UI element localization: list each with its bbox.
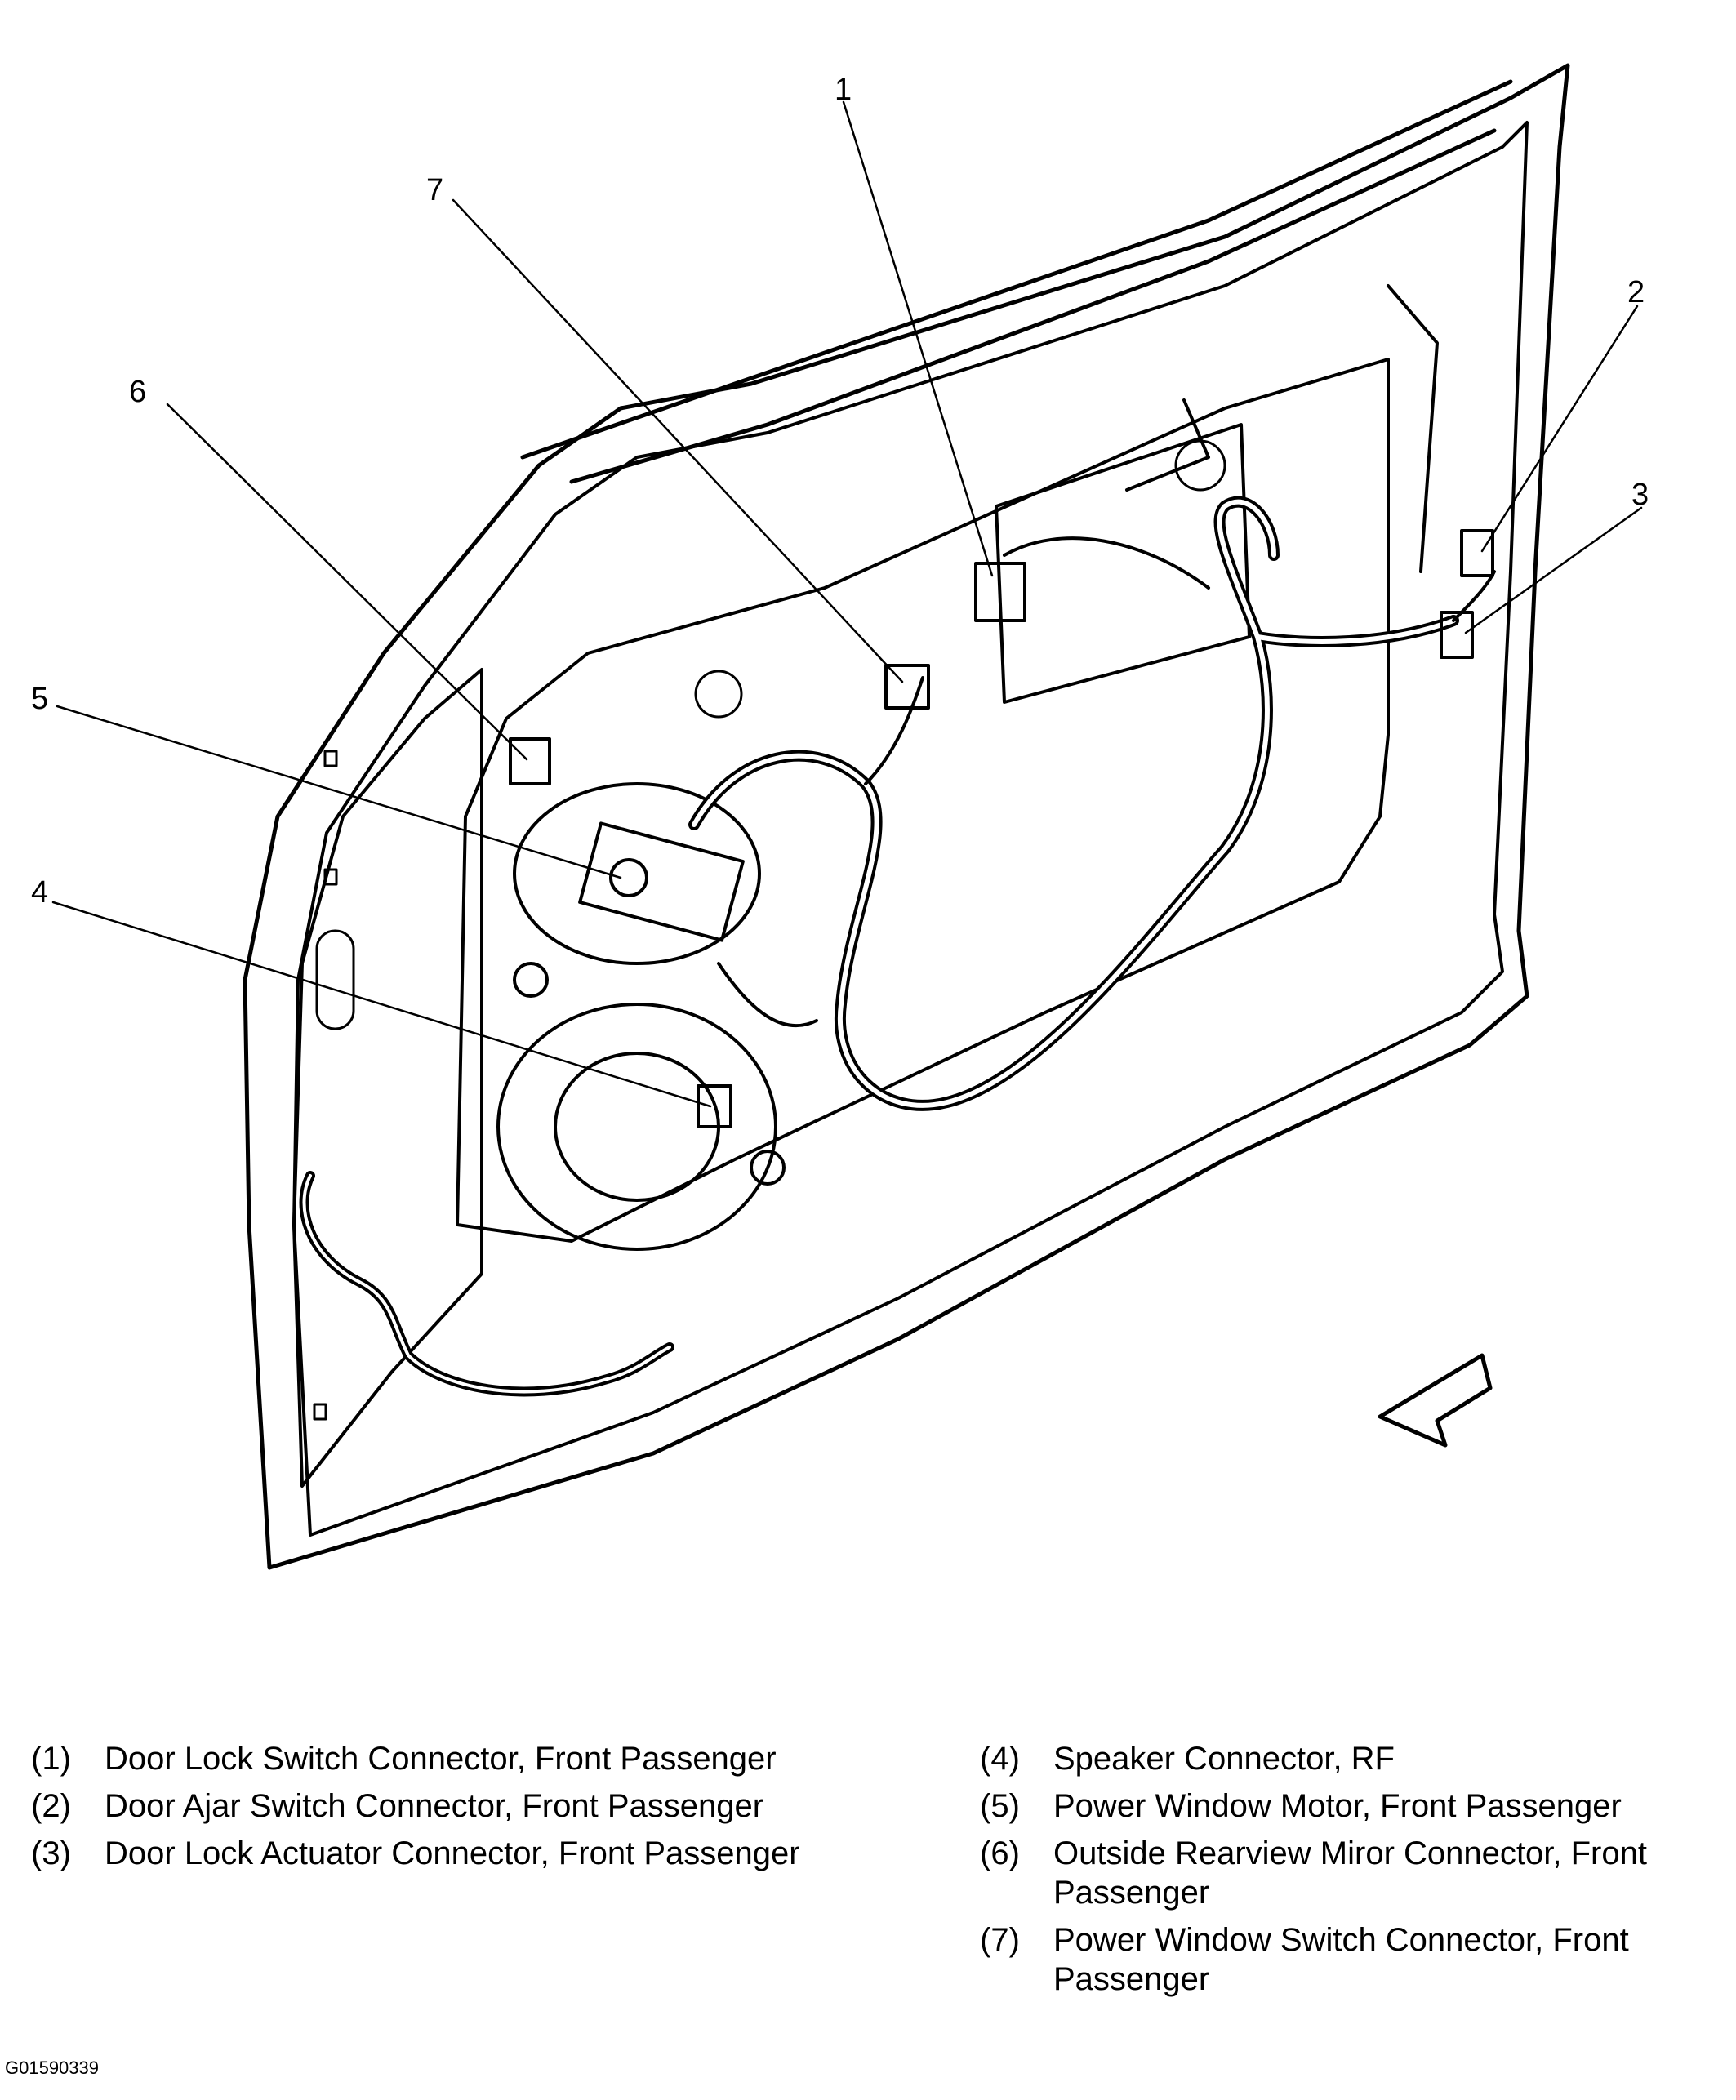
legend-number: (6) (980, 1835, 1020, 1871)
speaker (496, 962, 786, 1251)
legend-text: Speaker Connector, RF (1053, 1741, 1395, 1777)
legend-text: Door Lock Actuator Connector, Front Pass… (105, 1835, 800, 1871)
parts-legend: (1) Door Lock Switch Connector, Front Pa… (0, 1739, 1736, 2009)
legend-item: (7) Power Window Switch Connector, Front… (980, 1920, 1715, 1999)
legend-column-right: (4) Speaker Connector, RF (5) Power Wind… (980, 1739, 1715, 2007)
legend-text: Door Lock Switch Connector, Front Passen… (105, 1741, 777, 1777)
panel-holes (313, 439, 1226, 1421)
connector-7 (884, 664, 930, 710)
connector-2 (1460, 529, 1494, 577)
door-inner-frame (292, 121, 1529, 1537)
inner-door-panel (456, 358, 1390, 1243)
connector-6 (509, 737, 551, 785)
callout-1: 1 (835, 73, 852, 107)
forward-direction-arrow (1378, 1353, 1493, 1448)
door-wiring-diagram: 1 2 3 4 5 6 7 (31, 63, 1649, 1570)
connector-3 (1440, 611, 1474, 659)
connector-4 (697, 1084, 732, 1128)
legend-number: (2) (31, 1788, 71, 1824)
hinge-side-panel (292, 668, 483, 1488)
power-window-motor (513, 782, 761, 965)
callout-2: 2 (1627, 275, 1645, 309)
legend-item: (1) Door Lock Switch Connector, Front Pa… (31, 1739, 897, 1778)
callout-4: 4 (31, 875, 48, 910)
legend-column-left: (1) Door Lock Switch Connector, Front Pa… (31, 1739, 897, 1881)
door-outer-frame (243, 63, 1570, 1570)
legend-number: (4) (980, 1741, 1020, 1777)
legend-text: Outside Rearview Miror Connector, Front … (1053, 1835, 1647, 1911)
callout-7: 7 (426, 173, 443, 207)
legend-item: (2) Door Ajar Switch Connector, Front Pa… (31, 1786, 897, 1826)
callout-6: 6 (129, 375, 146, 409)
connector-1 (974, 562, 1026, 622)
legend-item: (4) Speaker Connector, RF (980, 1739, 1715, 1778)
wiring-harness-inner (692, 499, 1456, 1108)
legend-text: Power Window Motor, Front Passenger (1053, 1788, 1622, 1824)
lower-harness (299, 1171, 674, 1397)
window-regulator (995, 284, 1439, 704)
window-frame (520, 79, 1513, 484)
callout-5: 5 (31, 682, 48, 716)
harness-branch-wires (717, 536, 1496, 1028)
legend-item: (5) Power Window Motor, Front Passenger (980, 1786, 1715, 1826)
legend-item: (6) Outside Rearview Miror Connector, Fr… (980, 1834, 1715, 1912)
lower-harness-inner (302, 1174, 671, 1394)
figure-id: G01590339 (5, 2058, 99, 2078)
leader-lines (51, 100, 1643, 1108)
legend-number: (1) (31, 1741, 71, 1777)
legend-text: Door Ajar Switch Connector, Front Passen… (105, 1788, 764, 1824)
legend-item: (3) Door Lock Actuator Connector, Front … (31, 1834, 897, 1873)
legend-number: (7) (980, 1922, 1020, 1958)
legend-number: (5) (980, 1788, 1020, 1824)
legend-number: (3) (31, 1835, 71, 1871)
callout-3: 3 (1631, 478, 1649, 512)
legend-text: Power Window Switch Connector, Front Pas… (1053, 1922, 1629, 1997)
